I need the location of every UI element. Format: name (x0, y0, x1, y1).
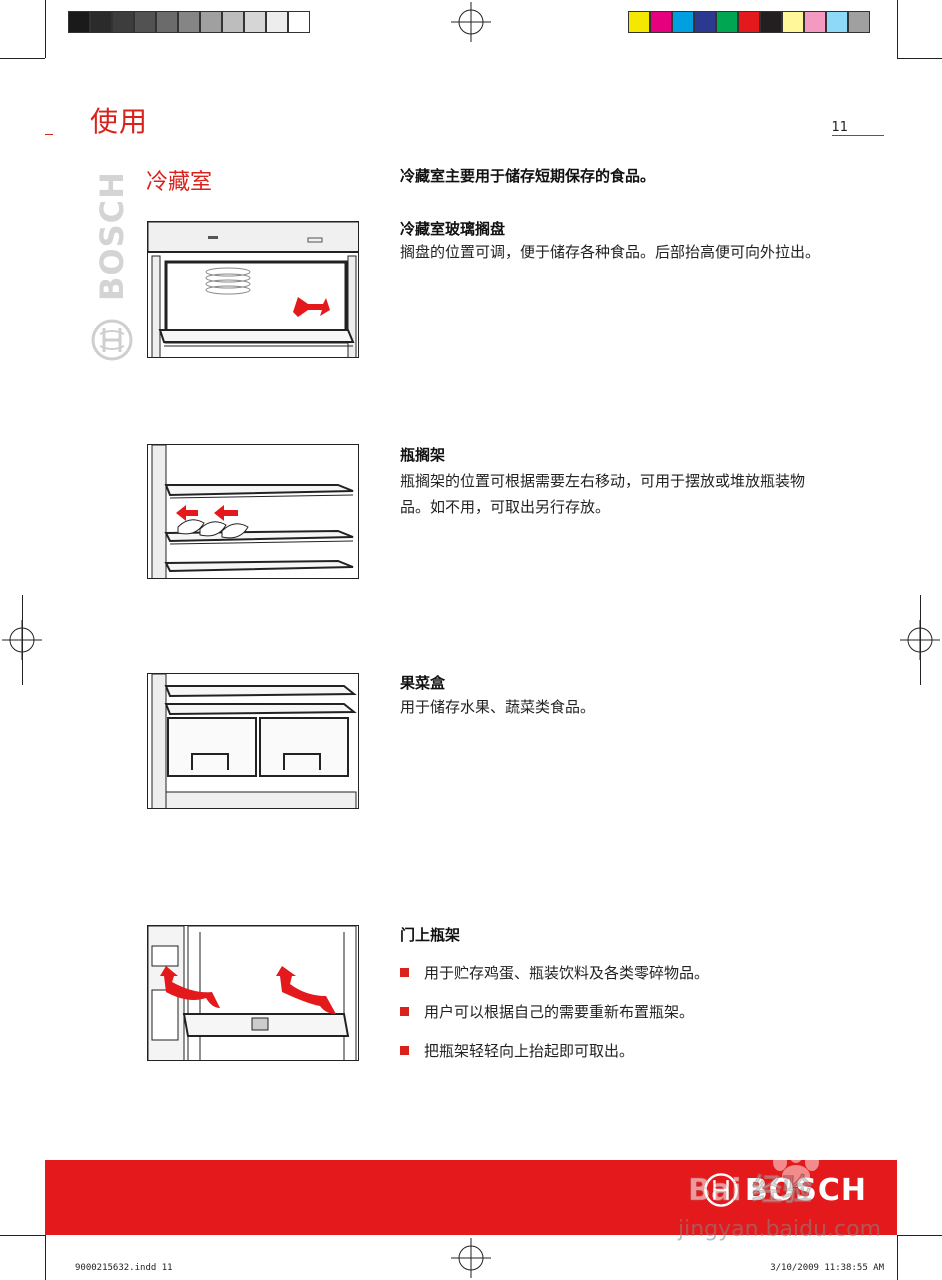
bullet-text: 用户可以根据自己的需要重新布置瓶架。 (424, 1003, 695, 1021)
crop-mark (45, 1235, 46, 1280)
crop-mark (897, 1235, 942, 1236)
calibration-swatch (178, 11, 200, 33)
bosch-vertical-wordmark: BOSCH (94, 171, 128, 301)
calibration-swatch (288, 11, 310, 33)
color-calibration-strip (628, 11, 870, 33)
list-item: 用于贮存鸡蛋、瓶装饮料及各类零碎物品。 (400, 962, 709, 983)
svg-text:BOSCH: BOSCH (94, 171, 128, 301)
footer-brand-text: BOSCH (744, 1172, 867, 1208)
print-file-info: 9000215632.indd 11 (75, 1263, 173, 1273)
bullet-icon (400, 1046, 409, 1055)
glass-shelf-illustration (147, 221, 359, 358)
baidu-jingyan-watermark: Bai 经验 jingyan.baidu.com (677, 1145, 881, 1242)
print-date-info: 3/10/2009 11:38:55 AM (770, 1263, 884, 1273)
registration-mark-icon (451, 2, 491, 42)
registration-line (22, 595, 23, 685)
crisper-body: 用于储存水果、蔬菜类食品。 (400, 698, 596, 716)
page-number-rule (832, 135, 884, 136)
calibration-swatch (222, 11, 244, 33)
margin-tick (45, 134, 53, 135)
crop-mark (45, 0, 46, 58)
bullet-icon (400, 968, 409, 977)
bullet-text: 用于贮存鸡蛋、瓶装饮料及各类零碎物品。 (424, 964, 710, 982)
calibration-swatch (68, 11, 90, 33)
crop-mark (897, 58, 942, 59)
calibration-swatch (782, 11, 804, 33)
crop-mark (897, 0, 898, 58)
page-number: 11 (831, 120, 848, 135)
calibration-swatch (628, 11, 650, 33)
svg-text:jingyan.baidu.com: jingyan.baidu.com (677, 1217, 881, 1242)
crop-mark (0, 58, 45, 59)
bottle-shelf-illustration (147, 444, 359, 579)
calibration-swatch (112, 11, 134, 33)
calibration-swatch (650, 11, 672, 33)
calibration-swatch (244, 11, 266, 33)
bottle-shelf-title: 瓶搁架 (400, 446, 446, 464)
calibration-swatch (156, 11, 178, 33)
calibration-swatch (826, 11, 848, 33)
list-item: 把瓶架轻轻向上抬起即可取出。 (400, 1040, 634, 1061)
bosch-armature-logo-icon (704, 1173, 738, 1207)
calibration-swatch (848, 11, 870, 33)
footer-logo: BOSCH (703, 1172, 867, 1208)
calibration-swatch (716, 11, 738, 33)
crop-mark (897, 1235, 898, 1280)
calibration-swatch (760, 11, 782, 33)
door-rack-title: 门上瓶架 (400, 926, 461, 944)
footer-brand-band: BOSCH (45, 1160, 897, 1235)
bottle-shelf-body: 瓶搁架的位置可根据需要左右移动，可用于摆放或堆放瓶装物品。如不用，可取出另行存放… (400, 472, 806, 516)
section-title: 使用 (90, 105, 149, 138)
calibration-swatch (266, 11, 288, 33)
calibration-swatch (134, 11, 156, 33)
fridge-compartment-heading: 冷藏室 (146, 170, 213, 195)
list-item: 用户可以根据自己的需要重新布置瓶架。 (400, 1001, 694, 1022)
svg-text:Bai 经验: Bai 经验 (688, 1173, 812, 1208)
bullet-text: 把瓶架轻轻向上抬起即可取出。 (424, 1042, 635, 1060)
gray-calibration-strip (68, 11, 310, 33)
calibration-swatch (672, 11, 694, 33)
bosch-armature-logo-icon (91, 319, 133, 361)
registration-mark-icon (451, 1238, 491, 1278)
calibration-swatch (738, 11, 760, 33)
glass-shelf-body: 搁盘的位置可调，便于储存各种食品。后部抬高便可向外拉出。 (400, 243, 821, 261)
calibration-swatch (200, 11, 222, 33)
door-rack-illustration (147, 925, 359, 1061)
calibration-swatch (694, 11, 716, 33)
bullet-icon (400, 1007, 409, 1016)
calibration-swatch (90, 11, 112, 33)
crisper-drawer-illustration (147, 673, 359, 809)
intro-text: 冷藏室主要用于储存短期保存的食品。 (400, 167, 656, 185)
registration-line (920, 595, 921, 685)
crop-mark (0, 1235, 45, 1236)
glass-shelf-title: 冷藏室玻璃搁盘 (400, 220, 506, 238)
calibration-swatch (804, 11, 826, 33)
crisper-title: 果菜盒 (400, 674, 446, 692)
